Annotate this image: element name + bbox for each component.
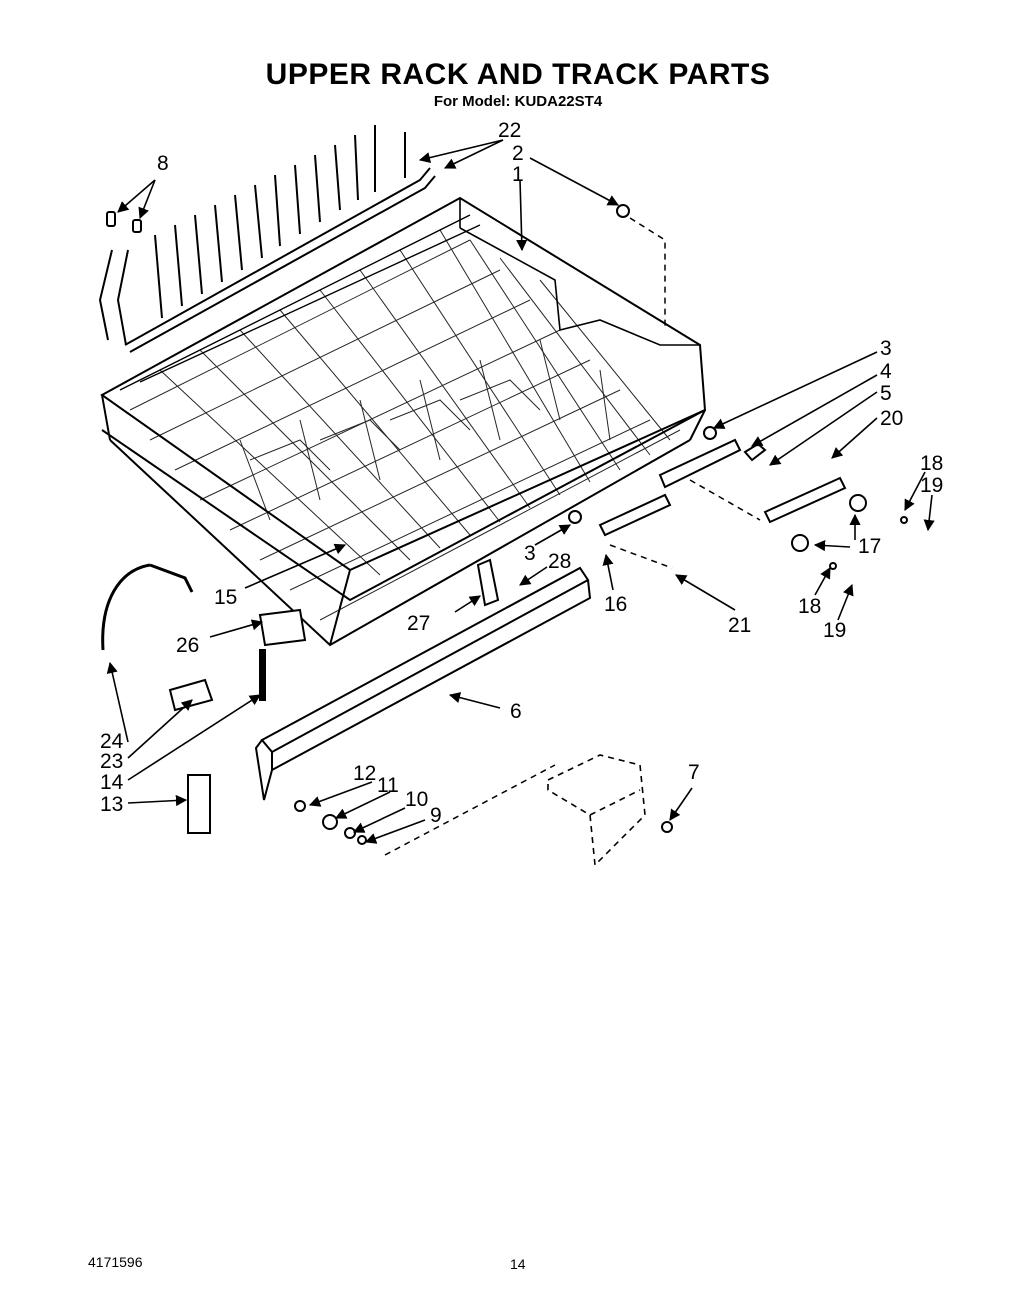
callout-23: 23	[100, 750, 123, 773]
rack-track	[254, 566, 592, 801]
callout-3-lower: 3	[524, 542, 536, 565]
callout-12: 12	[353, 762, 376, 785]
callout-5: 5	[880, 382, 892, 405]
callout-19-upper: 19	[920, 474, 943, 497]
callout-21: 21	[728, 614, 751, 637]
track-end-cap	[547, 754, 646, 867]
callout-9: 9	[430, 804, 442, 827]
callout-7: 7	[688, 761, 700, 784]
callout-24: 24	[100, 730, 124, 753]
callout-14: 14	[100, 771, 124, 794]
callout-arrows	[106, 139, 935, 844]
callout-15: 15	[214, 586, 237, 609]
callout-2: 2	[512, 142, 524, 165]
cable-assembly	[101, 563, 194, 651]
page-title: UPPER RACK AND TRACK PARTS	[265, 58, 771, 91]
callout-1: 1	[512, 163, 524, 186]
callout-17: 17	[858, 535, 881, 558]
callout-10: 10	[405, 788, 428, 811]
page-number: 14	[510, 1256, 526, 1272]
callout-28: 28	[548, 550, 571, 573]
callout-11: 11	[377, 774, 399, 797]
callout-16: 16	[604, 593, 627, 616]
document-number: 4171596	[88, 1254, 143, 1270]
callout-27: 27	[407, 612, 430, 635]
rack-clips	[98, 211, 142, 346]
callout-18-upper: 18	[920, 452, 943, 475]
callout-8: 8	[157, 152, 169, 175]
callout-13: 13	[100, 793, 123, 816]
cup-shelf-tines	[124, 125, 436, 353]
callout-3-upper: 3	[880, 337, 892, 360]
model-subtitle: For Model: KUDA22ST4	[433, 93, 603, 110]
callout-18-lower: 18	[798, 595, 821, 618]
callout-26: 26	[176, 634, 199, 657]
callout-labels: 1 2 3 3 4 5 6 7 8 9 10 11 12 13 14 15 16…	[100, 119, 943, 827]
callout-22: 22	[498, 119, 521, 142]
callout-19-lower: 19	[823, 619, 846, 642]
small-parts	[168, 204, 908, 845]
dashed-leaders	[384, 217, 761, 856]
callout-20: 20	[880, 407, 903, 430]
callout-4: 4	[880, 360, 892, 383]
upper-rack-basket	[100, 196, 707, 647]
callout-6: 6	[510, 700, 522, 723]
